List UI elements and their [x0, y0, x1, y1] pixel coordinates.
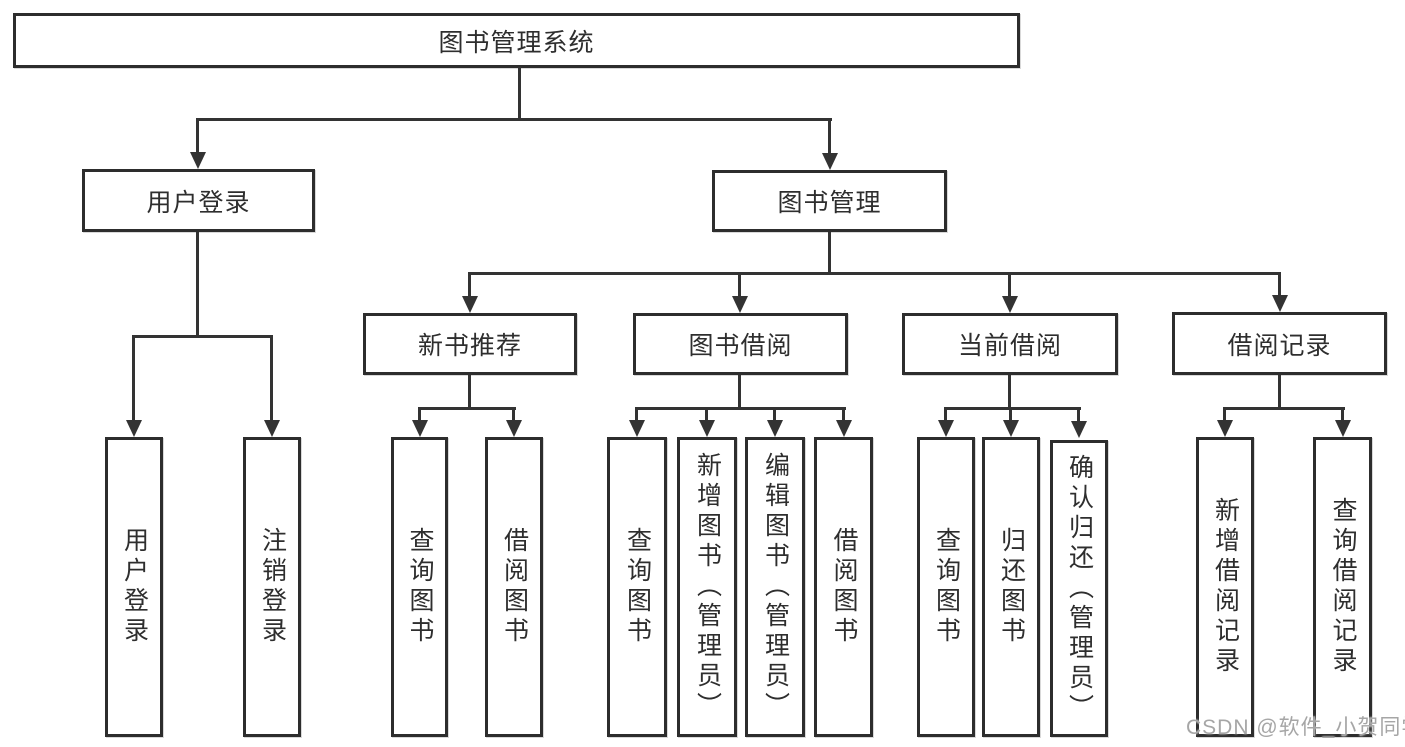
node-current-borrow-label: 当前借阅 — [957, 332, 1062, 360]
connector-line — [842, 407, 845, 421]
leaf-query-borrow-record: 查询借阅记录 — [1313, 437, 1372, 737]
leaf-borrow-books: 借阅图书 — [814, 437, 873, 737]
leaf-confirm-return-admin-label: 确认归还（管理员） — [1065, 453, 1094, 724]
arrowhead-icon — [1002, 296, 1018, 313]
node-book-borrow: 图书借阅 — [633, 313, 848, 375]
node-book-management-label: 图书管理 — [777, 189, 882, 217]
connector-line — [828, 118, 831, 154]
leaf-borrow-query-books-label: 查询图书 — [623, 527, 652, 647]
connector-line — [418, 407, 516, 410]
connector-line — [1008, 272, 1011, 297]
connector-line — [1341, 407, 1344, 421]
arrowhead-icon — [126, 420, 142, 437]
arrowhead-icon — [938, 420, 954, 437]
connector-line — [468, 272, 1281, 275]
node-book-management: 图书管理 — [712, 170, 947, 232]
connector-line — [196, 118, 832, 121]
connector-line — [944, 407, 1081, 410]
node-book-borrow-label: 图书借阅 — [688, 332, 793, 360]
connector-line — [418, 407, 421, 421]
leaf-current-query-books: 查询图书 — [917, 437, 975, 737]
connector-line — [1009, 407, 1012, 421]
connector-line — [828, 232, 831, 275]
arrowhead-icon — [1217, 420, 1233, 437]
leaf-edit-books-admin: 编辑图书（管理员） — [745, 437, 805, 737]
leaf-newbooks-query-books: 查询图书 — [391, 437, 448, 737]
connector-line — [1008, 375, 1011, 409]
arrowhead-icon — [264, 420, 280, 437]
arrowhead-icon — [822, 153, 838, 170]
connector-line — [738, 272, 741, 297]
arrowhead-icon — [506, 420, 522, 437]
leaf-newbooks-borrow-books-label: 借阅图书 — [500, 527, 529, 647]
arrowhead-icon — [1335, 420, 1351, 437]
leaf-logout-label: 注销登录 — [258, 527, 287, 647]
arrowhead-icon — [836, 420, 852, 437]
csdn-watermark: CSDN @软件_小贺同学 — [1186, 716, 1405, 739]
arrowhead-icon — [412, 420, 428, 437]
connector-line — [1077, 407, 1080, 421]
connector-line — [468, 272, 471, 297]
leaf-edit-books-admin-label: 编辑图书（管理员） — [761, 452, 790, 722]
connector-line — [196, 232, 199, 338]
arrowhead-icon — [732, 296, 748, 313]
arrowhead-icon — [767, 420, 783, 437]
arrowhead-icon — [1003, 420, 1019, 437]
arrowhead-icon — [462, 296, 478, 313]
leaf-add-books-admin: 新增图书（管理员） — [677, 437, 737, 737]
leaf-borrow-query-books: 查询图书 — [607, 437, 667, 737]
connector-line — [1278, 272, 1281, 297]
connector-line — [132, 335, 273, 338]
leaf-add-borrow-record-label: 新增借阅记录 — [1211, 497, 1240, 677]
arrowhead-icon — [190, 152, 206, 169]
connector-line — [1278, 375, 1281, 409]
connector-line — [635, 407, 846, 410]
node-borrow-records-label: 借阅记录 — [1227, 331, 1332, 360]
connector-line — [738, 375, 741, 409]
arrowhead-icon — [699, 420, 715, 437]
leaf-add-borrow-record: 新增借阅记录 — [1196, 437, 1254, 737]
connector-line — [705, 407, 708, 421]
node-user-login-label: 用户登录 — [146, 188, 251, 217]
leaf-logout: 注销登录 — [243, 437, 301, 737]
leaf-confirm-return-admin: 确认归还（管理员） — [1050, 440, 1108, 737]
connector-line — [1223, 407, 1345, 410]
connector-line — [132, 335, 135, 421]
connector-line — [518, 67, 521, 120]
leaf-newbooks-borrow-books: 借阅图书 — [485, 437, 543, 737]
connector-line — [468, 375, 471, 409]
connector-line — [196, 118, 199, 153]
leaf-borrow-books-label: 借阅图书 — [830, 527, 858, 647]
leaf-return-books: 归还图书 — [982, 437, 1040, 737]
connector-line — [635, 407, 638, 421]
node-borrow-records: 借阅记录 — [1172, 312, 1387, 375]
leaf-newbooks-query-books-label: 查询图书 — [406, 527, 434, 647]
connector-line — [944, 407, 947, 421]
leaf-current-query-books-label: 查询图书 — [932, 527, 961, 647]
arrowhead-icon — [1272, 295, 1288, 312]
node-root-label: 图书管理系统 — [438, 28, 595, 57]
node-current-borrow: 当前借阅 — [902, 313, 1118, 375]
leaf-query-borrow-record-label: 查询借阅记录 — [1329, 497, 1357, 677]
connector-line — [512, 407, 515, 421]
node-new-book-recommend: 新书推荐 — [363, 313, 577, 375]
node-root: 图书管理系统 — [13, 13, 1020, 68]
arrowhead-icon — [1071, 421, 1087, 438]
leaf-user-login: 用户登录 — [105, 437, 163, 737]
arrowhead-icon — [629, 420, 645, 437]
node-new-book-recommend-label: 新书推荐 — [417, 332, 522, 360]
leaf-return-books-label: 归还图书 — [997, 527, 1026, 647]
leaf-user-login-label: 用户登录 — [120, 527, 149, 647]
node-user-login: 用户登录 — [82, 169, 315, 232]
leaf-add-books-admin-label: 新增图书（管理员） — [693, 452, 722, 722]
connector-line — [1223, 407, 1226, 421]
connector-line — [270, 335, 273, 421]
connector-line — [773, 407, 776, 421]
